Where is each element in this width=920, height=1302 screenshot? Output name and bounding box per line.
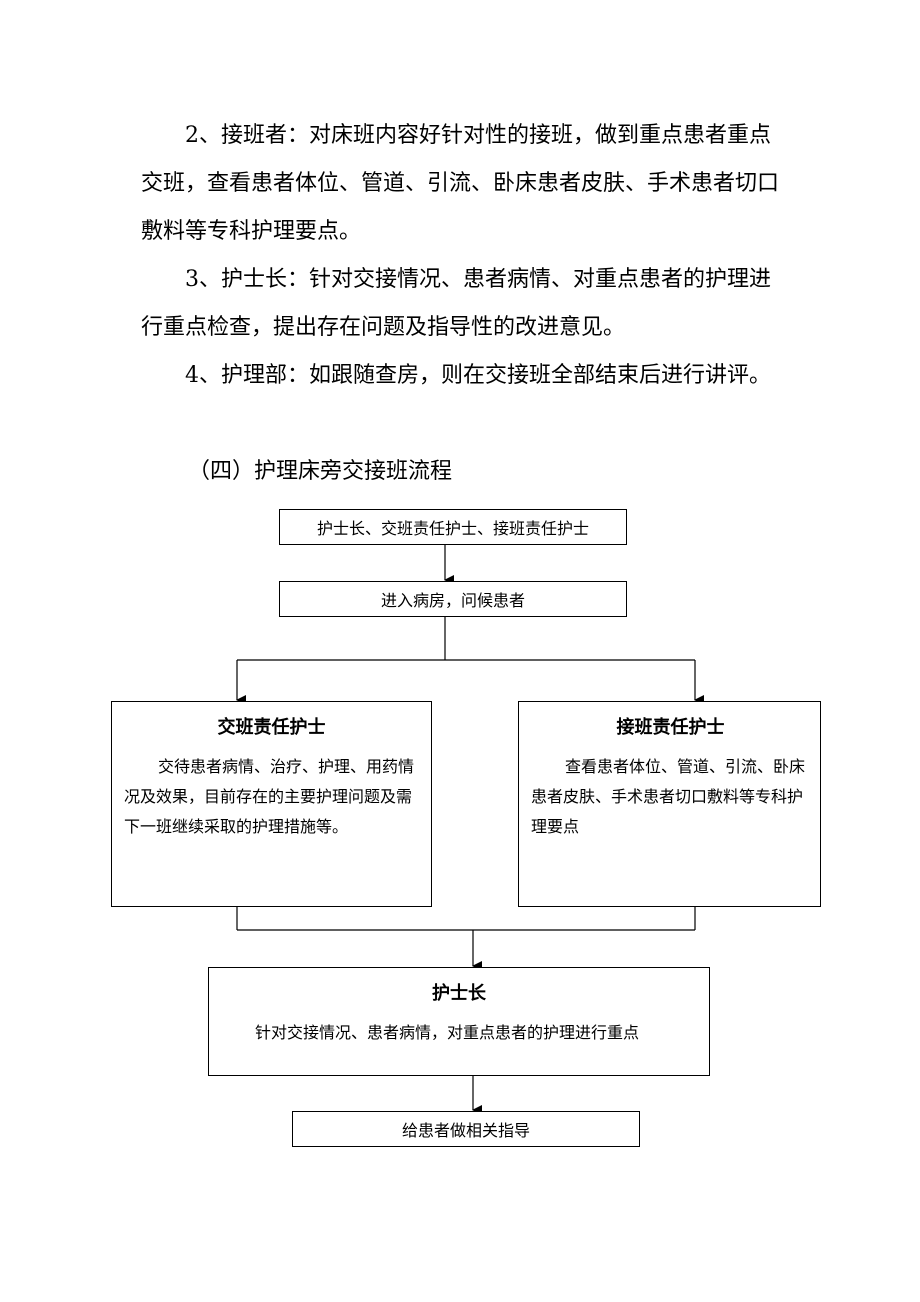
flow-box-receiving-nurse: 接班责任护士 查看患者体位、管道、引流、卧床患者皮肤、手术患者切口敷料等专科护理… [518,701,821,907]
flow-box-handover-nurse: 交班责任护士 交待患者病情、治疗、护理、用药情况及效果，目前存在的主要护理问题及… [111,701,432,907]
receiving-nurse-title: 接班责任护士 [616,717,725,738]
handover-nurse-text: 交待患者病情、治疗、护理、用药情况及效果，目前存在的主要护理问题及需下一班继续采… [124,757,415,836]
paragraph-receiving-role: 2、接班者：对床班内容好针对性的接班，做到重点患者重点交班，查看患者体位、管道、… [141,123,780,244]
flow-box-head-nurse: 护士长 针对交接情况、患者病情，对重点患者的护理进行重点 [208,967,710,1076]
enter-ward-text: 进入病房，问候患者 [380,591,525,610]
paragraph-head-nurse-role: 3、护士长：针对交接情况、患者病情、对重点患者的护理进行重点检查，提出存在问题及… [141,267,771,340]
head-nurse-title: 护士长 [432,983,486,1004]
paragraph-nursing-dept-role: 4、护理部：如跟随查房，则在交接班全部结束后进行讲评。 [185,363,771,388]
section-heading: （四）护理床旁交接班流程 [188,459,453,484]
head-nurse-text: 针对交接情况、患者病情，对重点患者的护理进行重点 [255,1023,640,1042]
receiving-nurse-text: 查看患者体位、管道、引流、卧床患者皮肤、手术患者切口敷料等专科护理要点 [531,757,806,836]
flow-box-enter-ward: 进入病房，问候患者 [279,581,627,617]
handover-nurse-title: 交班责任护士 [217,717,326,738]
flow-box-participants: 护士长、交班责任护士、接班责任护士 [279,509,627,545]
flow-box-guidance: 给患者做相关指导 [292,1111,640,1147]
participants-text: 护士长、交班责任护士、接班责任护士 [316,519,589,538]
guidance-text: 给患者做相关指导 [401,1121,530,1140]
